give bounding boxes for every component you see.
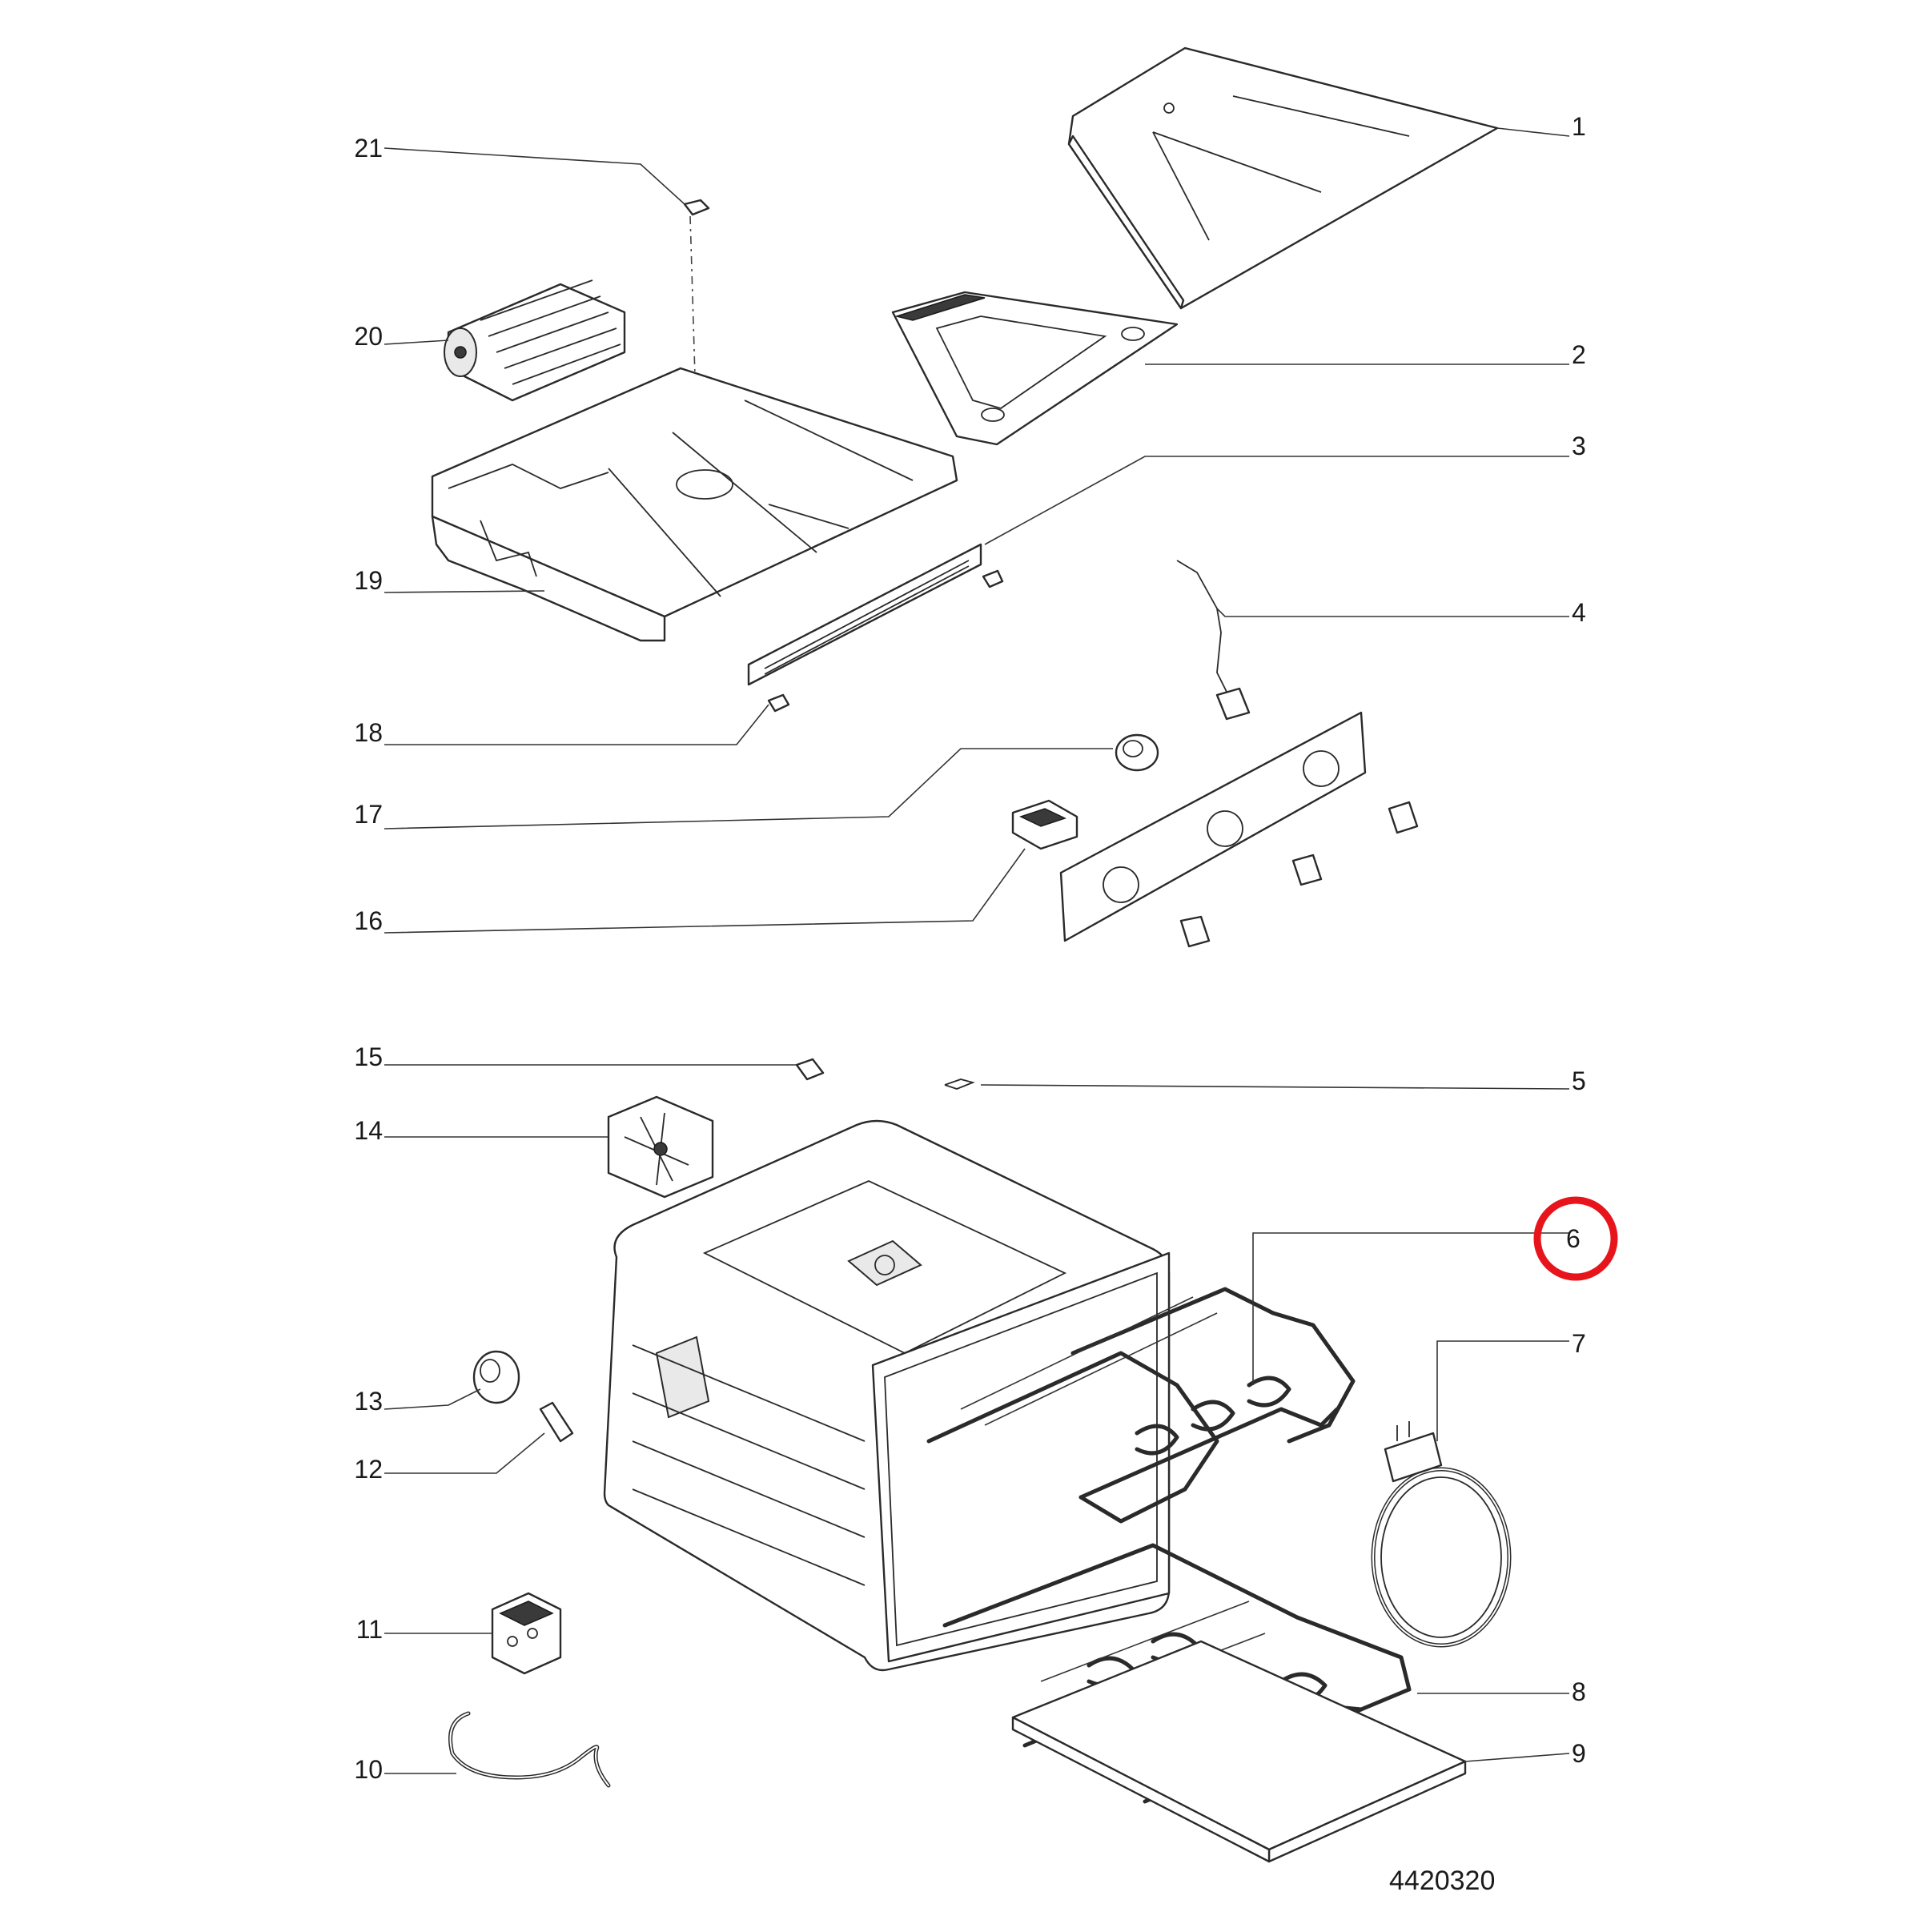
part-19-top-frame[interactable] — [431, 215, 958, 642]
part-1-top-cover[interactable] — [1067, 46, 1499, 310]
label-part-16[interactable]: 16 — [354, 906, 383, 935]
part-12-lamp-cover[interactable] — [539, 1401, 574, 1443]
label-part-20[interactable]: 20 — [354, 322, 383, 351]
part-2-inner-panel[interactable] — [891, 291, 1179, 446]
part-13-oven-lamp[interactable] — [472, 1350, 520, 1404]
knob-2[interactable] — [1291, 854, 1323, 886]
oven-cavity — [603, 1119, 1171, 1672]
highlight-ring — [1533, 1196, 1618, 1281]
label-part-4[interactable]: 4 — [1572, 598, 1586, 627]
part-20-tangential-fan[interactable] — [444, 279, 626, 402]
label-part-17[interactable]: 17 — [354, 800, 383, 829]
part-9-bottom-plate[interactable] — [1011, 1640, 1467, 1863]
knob-1[interactable] — [1179, 915, 1211, 948]
label-part-19[interactable]: 19 — [354, 566, 383, 595]
label-part-8[interactable]: 8 — [1572, 1677, 1586, 1706]
part-7-circular-element[interactable] — [1371, 1421, 1512, 1648]
part-3-vent-strip[interactable] — [747, 543, 982, 686]
label-part-18[interactable]: 18 — [354, 718, 383, 747]
part-16-switch[interactable] — [1011, 799, 1078, 850]
label-part-7[interactable]: 7 — [1572, 1329, 1586, 1358]
label-part-6[interactable]: 6 — [1566, 1224, 1581, 1253]
part-10-power-cable[interactable] — [448, 1711, 611, 1788]
label-part-13[interactable]: 13 — [354, 1387, 383, 1416]
leader-lines — [384, 127, 1570, 1774]
label-part-21[interactable]: 21 — [354, 134, 383, 163]
part-4-thermostat[interactable] — [1176, 560, 1251, 721]
part-17-indicator-lamp[interactable] — [1115, 733, 1159, 772]
label-part-14[interactable]: 14 — [354, 1116, 383, 1145]
part-6-grill-element[interactable] — [926, 1287, 1356, 1524]
label-part-10[interactable]: 10 — [354, 1755, 383, 1784]
part-14-fan-motor[interactable] — [607, 1095, 714, 1199]
part-15-connector[interactable] — [795, 1058, 825, 1081]
part-5-clip[interactable] — [944, 1078, 975, 1090]
control-panel[interactable] — [1059, 711, 1367, 942]
label-part-15[interactable]: 15 — [354, 1042, 383, 1071]
drawing-number: 4420320 — [1389, 1866, 1496, 1896]
knob-3[interactable] — [1388, 801, 1419, 834]
label-part-2[interactable]: 2 — [1572, 340, 1586, 369]
label-part-1[interactable]: 1 — [1572, 112, 1586, 141]
part-11-terminal-block[interactable] — [491, 1592, 562, 1675]
part-18-clip[interactable] — [767, 569, 1004, 713]
part-21-clip[interactable] — [683, 199, 710, 216]
label-part-11[interactable]: 11 — [355, 1615, 383, 1644]
label-part-9[interactable]: 9 — [1572, 1739, 1586, 1768]
label-part-3[interactable]: 3 — [1572, 432, 1586, 460]
label-part-12[interactable]: 12 — [354, 1455, 383, 1484]
label-part-5[interactable]: 5 — [1572, 1066, 1586, 1095]
